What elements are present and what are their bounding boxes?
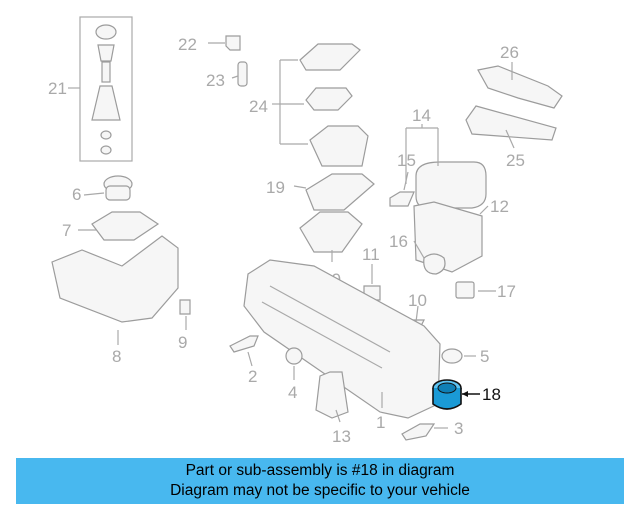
parts-22-23 <box>208 35 248 87</box>
highlighted-part-18[interactable] <box>432 379 480 410</box>
banner-line-1: Part or sub-assembly is #18 in diagram <box>185 462 455 479</box>
callout-12: 12 <box>490 197 509 216</box>
lower-parts-group <box>229 335 476 441</box>
callout-18: 18 <box>482 385 501 404</box>
callout-16: 16 <box>389 232 408 251</box>
callout-23: 23 <box>206 71 225 90</box>
front-support-group <box>51 175 179 345</box>
armrest-lid-group <box>389 124 487 209</box>
callout-9: 9 <box>178 333 187 352</box>
callout-15: 15 <box>397 151 416 170</box>
part-24-group <box>272 43 369 167</box>
callout-2: 2 <box>248 367 257 386</box>
callout-4: 4 <box>288 383 297 402</box>
callout-7: 7 <box>62 221 71 240</box>
callout-19: 19 <box>266 178 285 197</box>
callout-5: 5 <box>480 347 489 366</box>
callout-17: 17 <box>497 282 516 301</box>
callout-14: 14 <box>412 106 431 125</box>
armrest-base-group <box>413 201 496 299</box>
callout-26: 26 <box>500 43 519 62</box>
callout-6: 6 <box>72 185 81 204</box>
parts-diagram: 21 22 23 24 26 25 14 15 <box>48 16 563 446</box>
callout-25: 25 <box>506 151 525 170</box>
info-banner: Part or sub-assembly is #18 in diagram D… <box>16 458 624 504</box>
shifter-boot-group <box>68 16 133 162</box>
callout-10: 10 <box>408 291 427 310</box>
callout-21: 21 <box>48 79 67 98</box>
callout-11: 11 <box>362 245 380 264</box>
banner-line-2: Diagram may not be specific to your vehi… <box>170 482 470 499</box>
callout-8: 8 <box>112 347 121 366</box>
callout-24: 24 <box>249 97 268 116</box>
handbrake-group <box>465 62 563 149</box>
trim-plates-group <box>293 173 375 262</box>
callout-3: 3 <box>454 419 463 438</box>
callout-22: 22 <box>178 35 197 54</box>
callout-1: 1 <box>376 413 385 432</box>
callout-13: 13 <box>332 427 351 446</box>
